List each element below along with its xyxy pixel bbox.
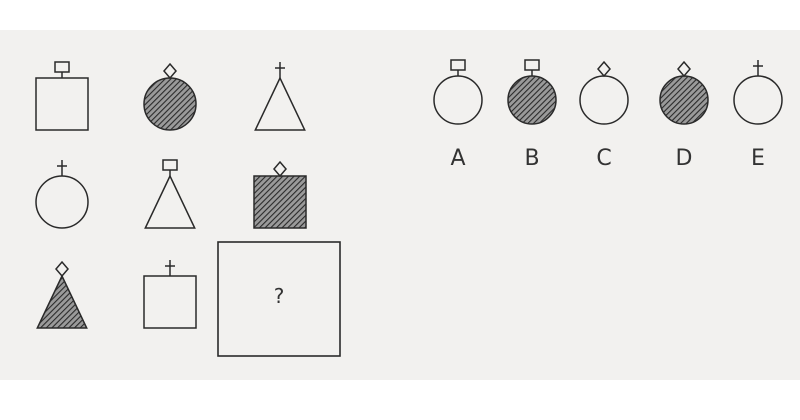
option-label-a[interactable]: A — [450, 146, 466, 171]
circle-body — [659, 75, 709, 125]
answer-box[interactable] — [217, 241, 341, 357]
matrix-cell-2-3 — [253, 160, 307, 229]
matrix-cell-3-1 — [36, 260, 88, 329]
triangle-body — [144, 174, 196, 229]
diamond-cap — [273, 160, 287, 178]
diamond-cap — [597, 60, 611, 78]
flag-cap — [524, 59, 540, 76]
option-a[interactable] — [433, 59, 483, 125]
cross-cap — [57, 160, 67, 176]
matrix-cell-3-2 — [143, 260, 197, 329]
matrix-cell-1-2 — [143, 62, 197, 131]
cross-cap — [275, 62, 285, 78]
circle-body — [143, 77, 197, 131]
option-e[interactable] — [733, 60, 783, 125]
matrix-cell-1-1 — [35, 61, 89, 131]
option-label-c[interactable]: C — [596, 146, 612, 171]
flag-cap — [54, 61, 70, 78]
cross-cap — [753, 60, 763, 76]
diamond-cap — [163, 62, 177, 80]
flag-cap — [162, 159, 178, 176]
square-body — [253, 175, 307, 229]
diamond-cap — [55, 260, 69, 278]
option-label-d[interactable]: D — [675, 146, 693, 171]
cross-cap — [165, 260, 175, 276]
matrix-cell-2-2 — [144, 159, 196, 229]
matrix-cell-1-3 — [254, 62, 306, 131]
option-label-e[interactable]: E — [751, 146, 765, 171]
option-label-b[interactable]: B — [524, 146, 540, 171]
option-b[interactable] — [507, 59, 557, 125]
triangle-body — [36, 274, 88, 329]
matrix-cell-2-1 — [35, 160, 89, 229]
triangle-body — [254, 76, 306, 131]
question-mark: ? — [273, 284, 285, 308]
option-c[interactable] — [579, 60, 629, 125]
diamond-cap — [677, 60, 691, 78]
circle-body — [507, 75, 557, 125]
option-d[interactable] — [659, 60, 709, 125]
flag-cap — [450, 59, 466, 76]
